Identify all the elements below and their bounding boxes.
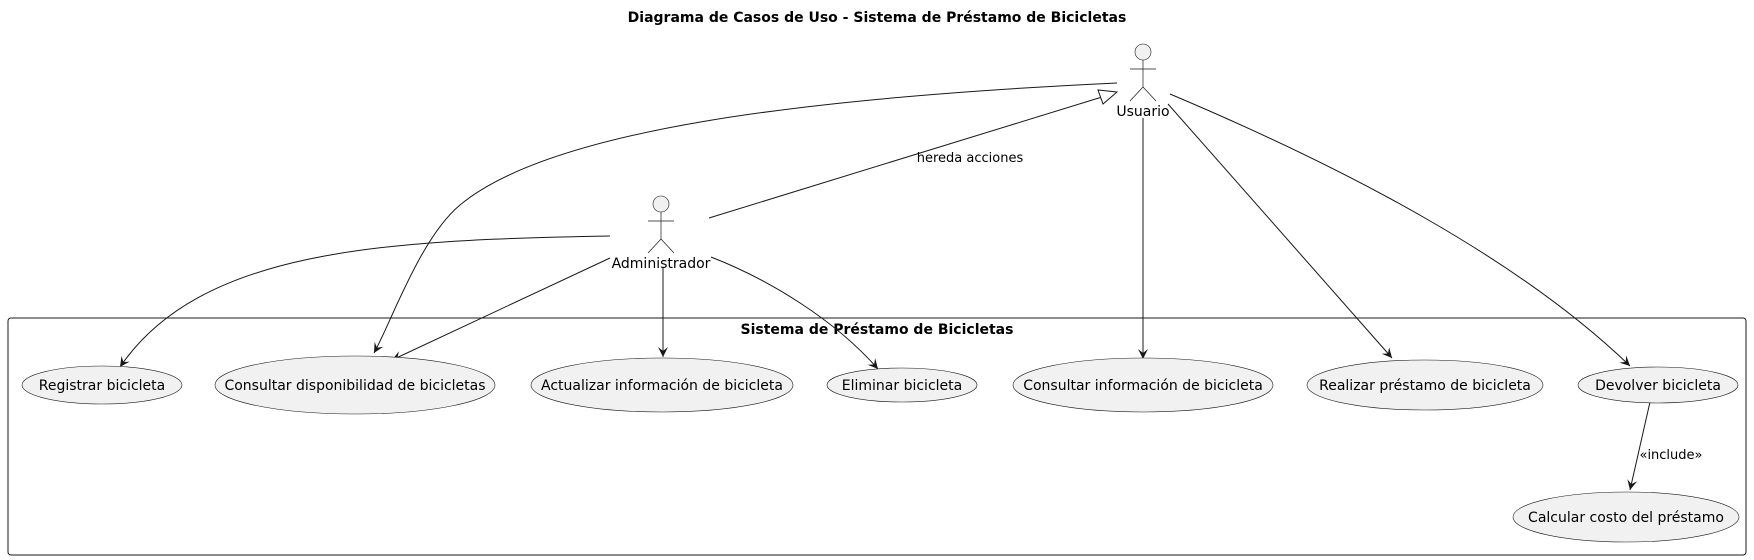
edge-usuario-realizar-prestamo bbox=[1167, 103, 1393, 359]
actor-usuario: Usuario bbox=[1116, 43, 1170, 120]
system-boundary-title: Sistema de Préstamo de Bicicletas bbox=[741, 322, 1014, 338]
diagram-title: Diagrama de Casos de Uso - Sistema de Pr… bbox=[628, 10, 1127, 26]
use-case-devolver-label: Devolver bicicleta bbox=[1595, 378, 1721, 394]
edge-administrador-registrar bbox=[119, 235, 611, 368]
use-case-actualizar-label: Actualizar información de bicicleta bbox=[541, 378, 783, 394]
include-label: «include» bbox=[1639, 448, 1702, 463]
system-boundary bbox=[7, 317, 1747, 556]
generalization-triangle bbox=[1097, 89, 1119, 105]
use-case-registrar-label: Registrar bicicleta bbox=[39, 378, 165, 394]
use-case-consultar-info: Consultar información de bicicleta bbox=[1012, 357, 1274, 413]
actor-administrador: Administrador bbox=[612, 195, 711, 272]
edge-usuario-consultar-disponibilidad bbox=[373, 82, 1118, 354]
use-case-consultar-info-label: Consultar información de bicicleta bbox=[1023, 378, 1263, 394]
use-case-eliminar-label: Eliminar bicicleta bbox=[842, 378, 962, 394]
use-case-consultar-disponibilidad: Consultar disponibilidad de bicicletas bbox=[214, 355, 496, 415]
use-case-calcular-costo-label: Calcular costo del préstamo bbox=[1528, 510, 1724, 526]
use-case-actualizar: Actualizar información de bicicleta bbox=[530, 357, 794, 413]
inheritance-label: hereda acciones bbox=[917, 151, 1024, 166]
use-case-calcular-costo: Calcular costo del préstamo bbox=[1512, 491, 1740, 543]
actor-administrador-head bbox=[652, 195, 670, 213]
use-case-devolver: Devolver bicicleta bbox=[1577, 366, 1739, 404]
use-case-realizar-prestamo: Realizar préstamo de bicicleta bbox=[1306, 359, 1544, 411]
use-case-realizar-prestamo-label: Realizar préstamo de bicicleta bbox=[1319, 378, 1531, 394]
edge-devolver-include-calcular bbox=[1627, 401, 1651, 491]
edge-usuario-devolver bbox=[1169, 93, 1631, 367]
use-case-eliminar: Eliminar bicicleta bbox=[826, 367, 978, 403]
edge-administrador-consultar-disponibilidad bbox=[391, 257, 611, 361]
use-case-consultar-disponibilidad-label: Consultar disponibilidad de bicicletas bbox=[224, 378, 485, 394]
edge-administrador-usuario-generalization bbox=[708, 96, 1103, 219]
actor-usuario-label: Usuario bbox=[1116, 104, 1169, 120]
edge-administrador-eliminar bbox=[710, 256, 879, 370]
actor-usuario-head bbox=[1134, 43, 1152, 61]
actor-administrador-label: Administrador bbox=[612, 256, 711, 272]
use-case-registrar: Registrar bicicleta bbox=[21, 365, 183, 405]
connectors bbox=[119, 82, 1651, 491]
